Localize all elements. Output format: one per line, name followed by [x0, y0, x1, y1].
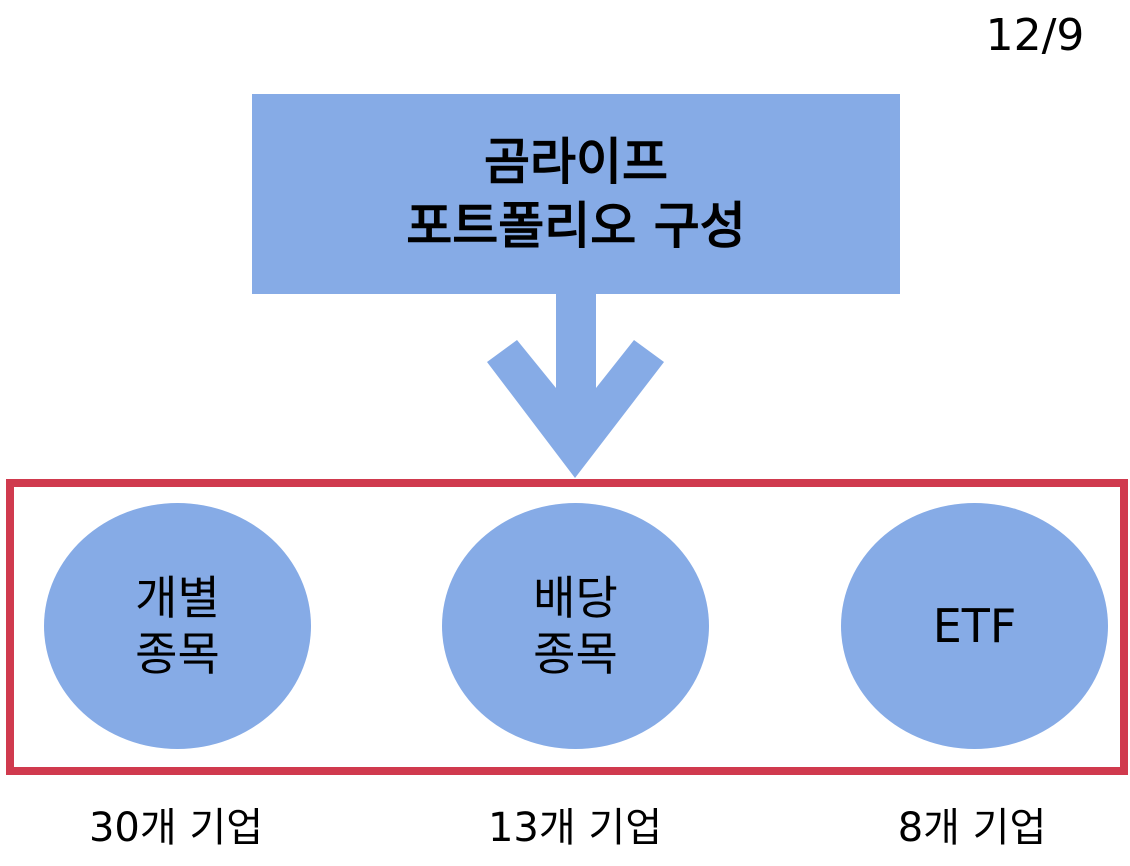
page-number: 12/9 [985, 10, 1085, 61]
down-arrow-shape [487, 294, 664, 478]
node-label-line: 개별 [135, 571, 220, 625]
node-label-line: 종목 [533, 627, 618, 681]
count-individual-stocks: 30개 기업 [88, 805, 263, 851]
node-etf: ETF [841, 503, 1108, 749]
node-label-line: 종목 [135, 627, 220, 681]
node-label-line: ETF [932, 599, 1017, 653]
count-dividend-stocks: 13개 기업 [487, 805, 662, 851]
node-dividend-stocks: 배당 종목 [442, 503, 709, 749]
node-individual-stocks: 개별 종목 [44, 503, 311, 749]
title-line-1: 곰라이프 [484, 133, 668, 191]
node-label-line: 배당 [533, 571, 618, 625]
portfolio-title-box: 곰라이프 포트폴리오 구성 [252, 94, 900, 294]
title-line-2: 포트폴리오 구성 [406, 197, 746, 255]
count-etf: 8개 기업 [897, 805, 1047, 851]
category-group-frame [6, 479, 1128, 775]
